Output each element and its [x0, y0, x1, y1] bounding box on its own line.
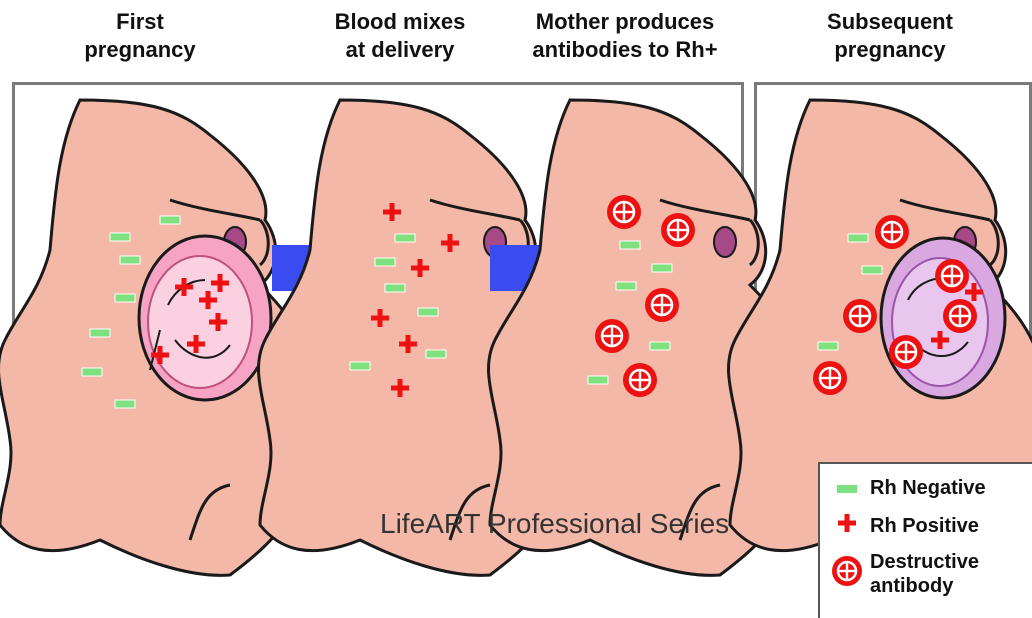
legend-label: Rh Negative [870, 476, 986, 500]
legend-item-destructive-antibody: Destructive antibody [830, 550, 979, 598]
plus-icon [830, 512, 864, 540]
antibody-icon [830, 555, 864, 593]
series-credit: LifeART Professional Series [380, 508, 729, 540]
legend-label: Destructive antibody [870, 550, 979, 598]
legend: Rh Negative Rh Positive Destructive anti… [818, 462, 1032, 618]
womb-first-pregnancy [139, 236, 271, 400]
legend-label: Rh Positive [870, 514, 979, 538]
dash-icon [830, 477, 864, 500]
legend-item-rh-negative: Rh Negative [830, 476, 986, 500]
legend-item-rh-positive: Rh Positive [830, 512, 979, 540]
